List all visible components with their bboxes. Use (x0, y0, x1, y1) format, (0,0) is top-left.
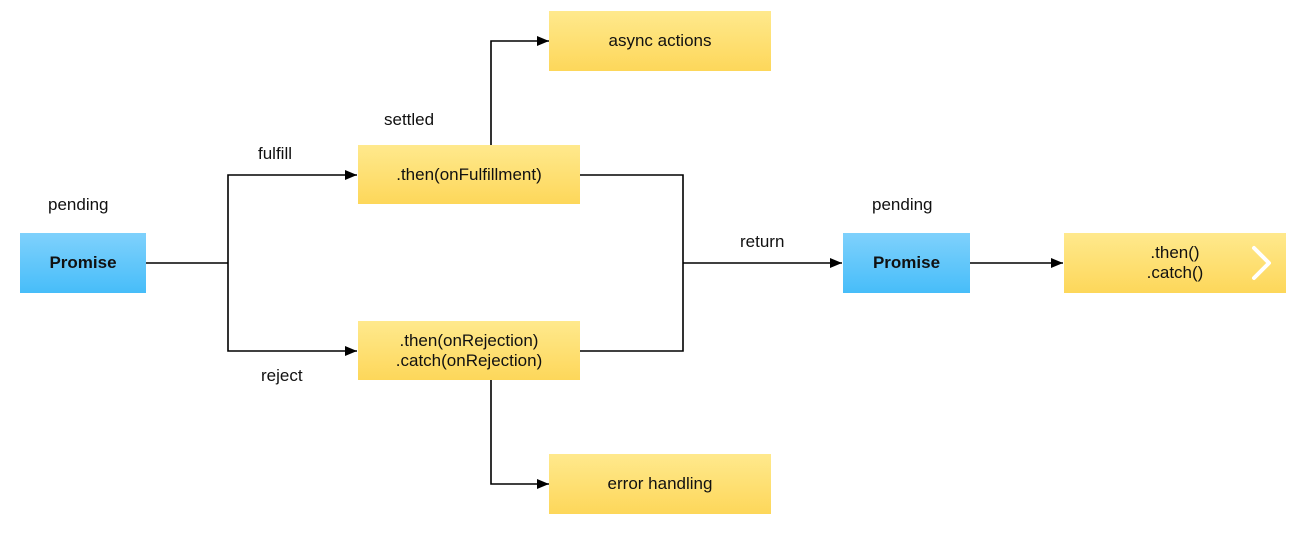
connector-fulfillment-merge (580, 174, 684, 263)
chain-box: .then() .catch() (1064, 233, 1286, 293)
pending-label-right: pending (872, 195, 933, 214)
chain-catch-label: .catch() (1146, 263, 1204, 282)
then-fulfillment-label: .then(onFulfillment) (396, 164, 542, 184)
promise-box-left-label: Promise (49, 253, 117, 272)
promise-box-right: Promise (843, 233, 970, 293)
then-rejection-box: .then(onRejection) .catch(onRejection) (358, 321, 580, 380)
return-label: return (740, 232, 785, 251)
error-handling-label: error handling (607, 474, 713, 493)
promise-box-right-label: Promise (872, 253, 941, 272)
then-rejection-label: .then(onRejection) (399, 330, 539, 350)
async-actions-box: async actions (549, 11, 771, 71)
connector-rejection-merge (580, 263, 684, 352)
reject-label: reject (261, 366, 303, 385)
catch-rejection-label: .catch(onRejection) (395, 350, 543, 370)
then-fulfillment-box: .then(onFulfillment) (358, 145, 580, 204)
chevron-right-icon (1252, 246, 1271, 280)
settled-label: settled (384, 110, 435, 129)
error-handling-box: error handling (549, 454, 771, 514)
connector-fulfill (227, 170, 357, 263)
chain-then-label: .then() (1150, 243, 1200, 262)
async-actions-label: async actions (608, 31, 712, 50)
pending-label-left: pending (48, 195, 109, 214)
promise-box-left: Promise (20, 233, 146, 293)
fulfill-label: fulfill (258, 144, 293, 163)
connector-reject (227, 263, 357, 356)
connector-async-actions (490, 36, 549, 145)
connector-error-handling (490, 380, 549, 489)
